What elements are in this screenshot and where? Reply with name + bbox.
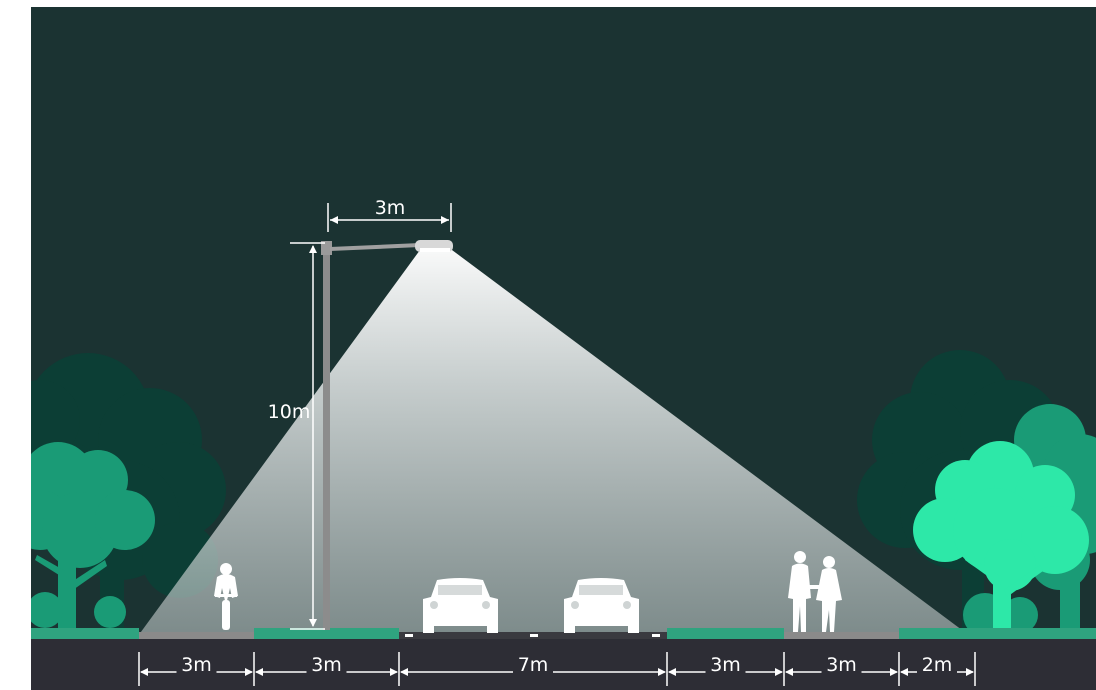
car-icon [564, 578, 639, 633]
dimension-arrow [668, 668, 676, 676]
ground-width-label: 7m [518, 654, 549, 676]
street-lamp-icon [321, 240, 453, 630]
ground-width-label: 3m [181, 654, 212, 676]
dimension-label-bg [705, 656, 746, 676]
arm-dimension [327, 203, 452, 232]
walking-couple-icon [788, 551, 842, 632]
tree-icon [913, 441, 1089, 630]
dimension-arrow [140, 668, 148, 676]
ground-width-label: 2m [922, 654, 953, 676]
dimension-arrow [900, 668, 908, 676]
dimension-label-bg [917, 656, 957, 676]
dimension-label-bg [821, 656, 862, 676]
dimension-label-bg [176, 656, 217, 676]
left-trees [31, 353, 226, 630]
dimension-arrow [775, 668, 783, 676]
pole-height-label: 10m [268, 401, 311, 423]
dimension-arrow [890, 668, 898, 676]
ground-width-label: 3m [710, 654, 741, 676]
dimension-label-bg [306, 656, 347, 676]
ground-width-dimensions: 3m 3m 7m 3m 3m 2m [138, 652, 976, 686]
arm-length-label: 3m [375, 197, 406, 219]
pole-height-dimension [290, 242, 325, 630]
car-icon [423, 578, 498, 633]
ground-width-label: 3m [826, 654, 857, 676]
tree-icon [31, 442, 155, 630]
dimension-arrow [390, 668, 398, 676]
dimension-arrow [245, 668, 253, 676]
ground-width-label: 3m [311, 654, 342, 676]
right-trees [857, 350, 1096, 637]
cyclist-icon [214, 563, 238, 630]
dimension-arrow [658, 668, 666, 676]
lane-markings [405, 634, 660, 637]
dimension-arrow [400, 668, 408, 676]
light-beam [138, 250, 970, 636]
dimension-arrow [785, 668, 793, 676]
dimension-arrow [966, 668, 974, 676]
dimension-arrow [255, 668, 263, 676]
dimension-label-bg [513, 656, 553, 676]
